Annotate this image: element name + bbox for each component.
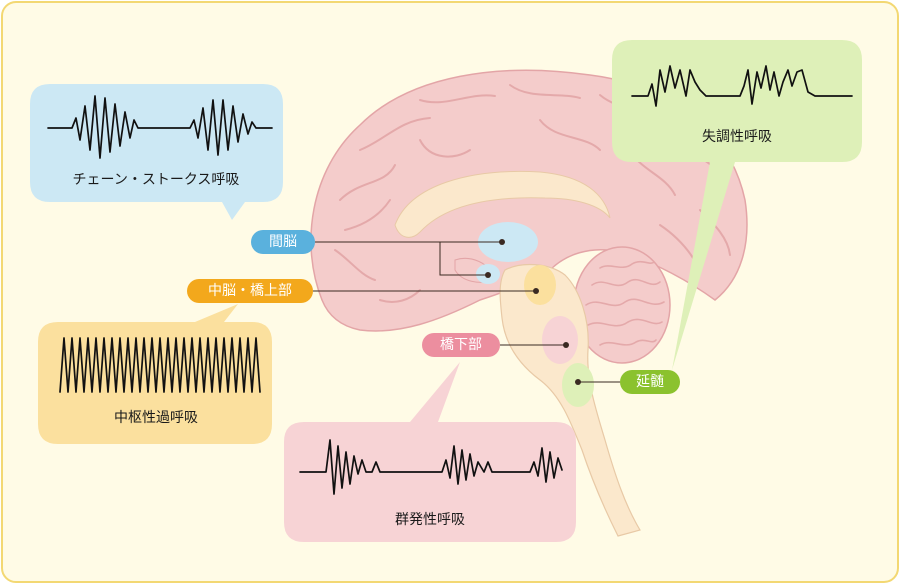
leader-lines	[313, 239, 622, 385]
lower-pons-highlight	[542, 316, 578, 364]
cluster-waveform	[299, 439, 563, 495]
callout-cluster-bubble	[284, 362, 576, 542]
ataxic-caption: 失調性呼吸	[702, 129, 772, 145]
lower-pons-label: 橋下部	[440, 337, 482, 353]
corpus-callosum	[394, 170, 611, 238]
callout-central-hyperventilation: 中枢性過呼吸	[38, 304, 272, 444]
callout-ataxic-bubble	[612, 40, 862, 370]
callout-cheyne-stokes: チェーン・ストークス呼吸	[30, 84, 283, 220]
central-hyperventilation-caption: 中枢性過呼吸	[114, 410, 198, 426]
cheyne-stokes-waveform	[47, 95, 273, 159]
central-hyperventilation-waveform	[59, 337, 261, 393]
label-lower-pons: 橋下部	[422, 333, 500, 357]
callout-cluster: 群発性呼吸	[284, 362, 576, 542]
cluster-caption: 群発性呼吸	[395, 512, 465, 528]
diencephalon-label: 間脳	[269, 234, 297, 250]
midbrain-pons-label: 中脳・橋上部	[208, 283, 292, 299]
label-midbrain-pons: 中脳・橋上部	[187, 279, 313, 303]
label-diencephalon: 間脳	[251, 230, 315, 254]
callout-ataxic: 失調性呼吸	[612, 40, 862, 370]
midbrain-highlight	[524, 265, 556, 305]
ataxic-waveform	[631, 65, 853, 107]
callout-cheyne-stokes-bubble	[30, 84, 283, 220]
label-medulla: 延髄	[620, 370, 680, 394]
medulla-label: 延髄	[636, 374, 664, 390]
diencephalon-highlight	[478, 222, 538, 262]
cheyne-stokes-caption: チェーン・ストークス呼吸	[73, 172, 240, 188]
